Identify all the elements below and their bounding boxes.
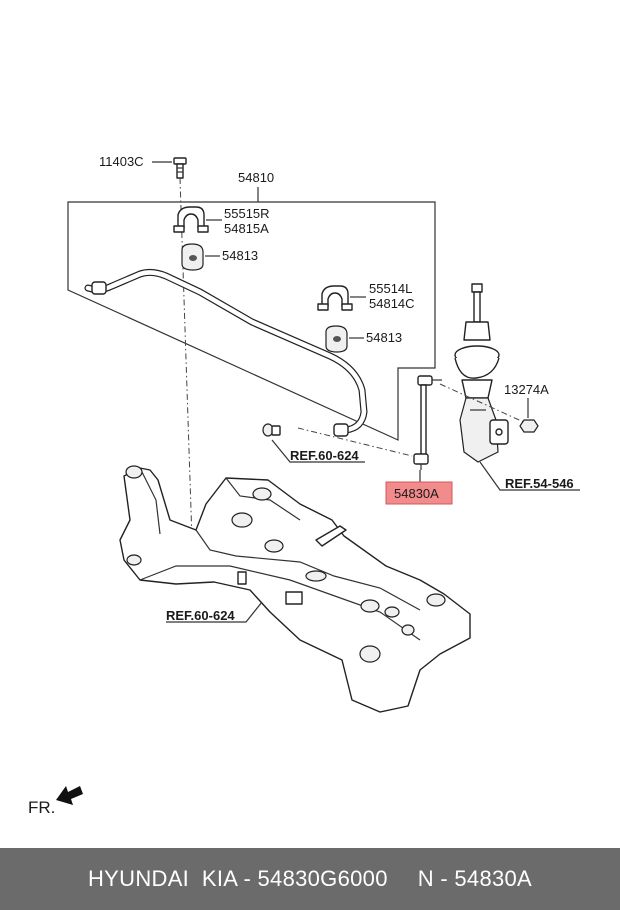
assembly-outline <box>67 201 436 441</box>
bracket-55515r <box>173 206 209 233</box>
label-54810: 54810 <box>238 170 274 185</box>
install-dash-line <box>179 177 193 541</box>
ref-strut: REF.54-546 <box>505 476 574 491</box>
ref-stab-leader <box>271 439 365 463</box>
label-11403c: 11403C <box>99 154 144 169</box>
label-54813-l: 54813 <box>366 330 402 345</box>
strut-ref-leader <box>479 461 580 491</box>
bracket-55514l <box>317 285 353 311</box>
footer-code: N - 54830A <box>417 866 533 891</box>
bolt-11403c <box>173 157 187 179</box>
label-55515r: 55515R <box>224 206 270 221</box>
subframe <box>119 465 471 713</box>
strut-assembly <box>454 283 509 463</box>
highlight-badge <box>385 481 453 505</box>
label-54815a: 54815A <box>224 221 269 236</box>
footer-part-number: HYUNDAI KIA - 54830G6000 <box>87 866 388 891</box>
label-54830a: 54830A <box>394 486 439 501</box>
label-13274a: 13274A <box>504 382 549 397</box>
nut-13274a <box>519 419 539 433</box>
front-indicator-label: FR. <box>28 798 55 817</box>
ref-subframe: REF.60-624 <box>166 608 235 623</box>
label-54813-r: 54813 <box>222 248 258 263</box>
stabilizer-link <box>413 375 442 470</box>
front-arrow-icon <box>56 786 83 805</box>
label-55514l: 55514L <box>369 281 412 296</box>
strut-dash-line <box>439 383 529 425</box>
ref-stabilizer: REF.60-624 <box>290 448 359 463</box>
bushing-54813-r <box>181 243 204 271</box>
subframe-ref-leader <box>166 601 263 623</box>
label-54814c: 54814C <box>369 296 415 311</box>
washer <box>262 423 281 437</box>
link-dash-line <box>297 427 413 457</box>
stabilizer-bar <box>84 268 368 437</box>
footer-bar: HYUNDAI KIA - 54830G6000 N - 54830A <box>0 848 620 910</box>
parts-diagram: 11403C 54810 55515R 54815A 54813 55514L … <box>28 154 580 817</box>
bushing-54813-l <box>325 325 348 353</box>
